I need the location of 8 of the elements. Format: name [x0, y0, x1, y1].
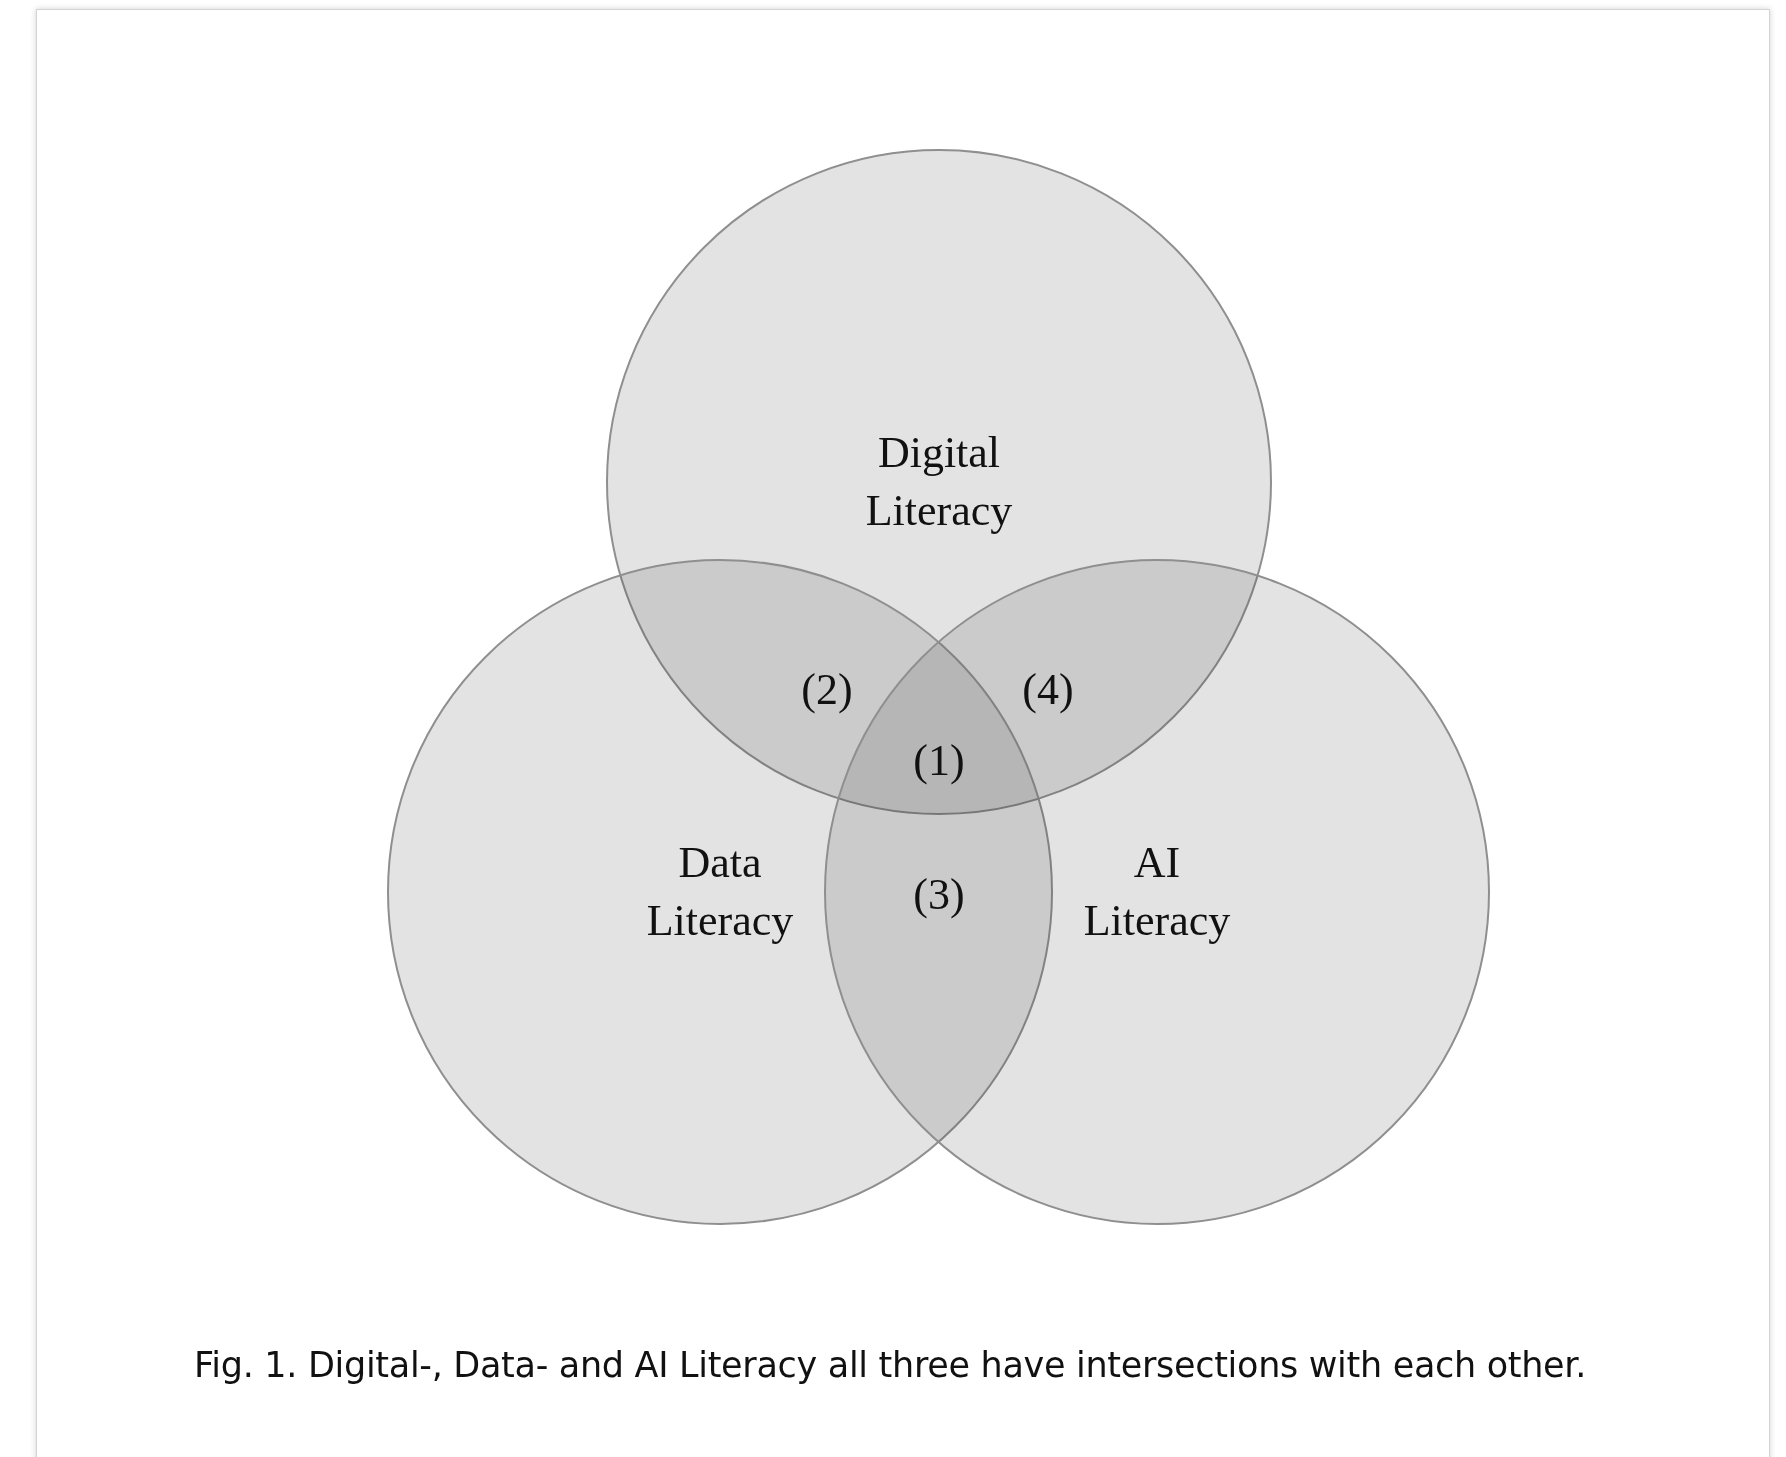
region-number: (4) — [1022, 663, 1074, 715]
region-number: (2) — [801, 663, 853, 715]
circle-label: Digital Literacy — [864, 427, 1014, 537]
region-number: (1) — [913, 734, 965, 786]
circle-label: Data Literacy — [645, 837, 795, 947]
figure-caption: Fig. 1. Digital-, Data- and AI Literacy all three have intersections with each other. — [194, 1345, 1587, 1385]
region-number: (3) — [913, 868, 965, 920]
circle-label: AI Literacy — [1082, 837, 1232, 947]
